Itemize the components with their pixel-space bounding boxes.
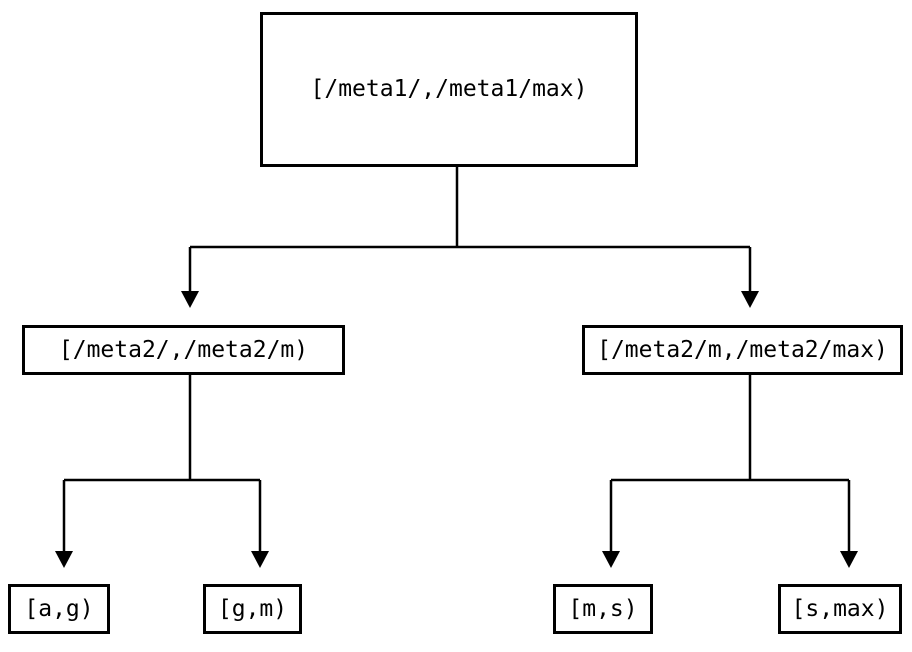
- edge-right-node-to-leaves: [609, 375, 851, 552]
- node-right-subrange-label: [/meta2/m,/meta2/max): [597, 336, 888, 363]
- node-leaf-smax-label: [s,max): [791, 595, 889, 622]
- node-root-label: [/meta1/,/meta1/max): [310, 76, 588, 102]
- edge-left-node-to-leaves: [62, 375, 262, 552]
- arrowhead-left-branch-icon: [181, 291, 199, 308]
- node-leaf-ag-label: [a,g): [24, 595, 94, 622]
- node-leaf-ag: [a,g): [8, 584, 110, 634]
- arrowhead-leaf-smax-icon: [840, 551, 858, 568]
- edge-root-to-level2: [188, 167, 752, 292]
- arrowhead-leaf-ag-icon: [55, 551, 73, 568]
- arrowhead-leaf-gm-icon: [251, 551, 269, 568]
- arrowhead-right-branch-icon: [741, 291, 759, 308]
- node-leaf-ms-label: [m,s): [568, 595, 638, 622]
- node-leaf-smax: [s,max): [778, 584, 902, 634]
- node-right-subrange: [/meta2/m,/meta2/max): [582, 325, 903, 375]
- node-left-subrange-label: [/meta2/,/meta2/m): [58, 336, 309, 363]
- node-leaf-ms: [m,s): [553, 584, 653, 634]
- node-leaf-gm: [g,m): [203, 584, 302, 634]
- node-root: [/meta1/,/meta1/max): [260, 12, 638, 167]
- arrowhead-leaf-ms-icon: [602, 551, 620, 568]
- node-leaf-gm-label: [g,m): [217, 595, 288, 622]
- node-left-subrange: [/meta2/,/meta2/m): [22, 325, 345, 375]
